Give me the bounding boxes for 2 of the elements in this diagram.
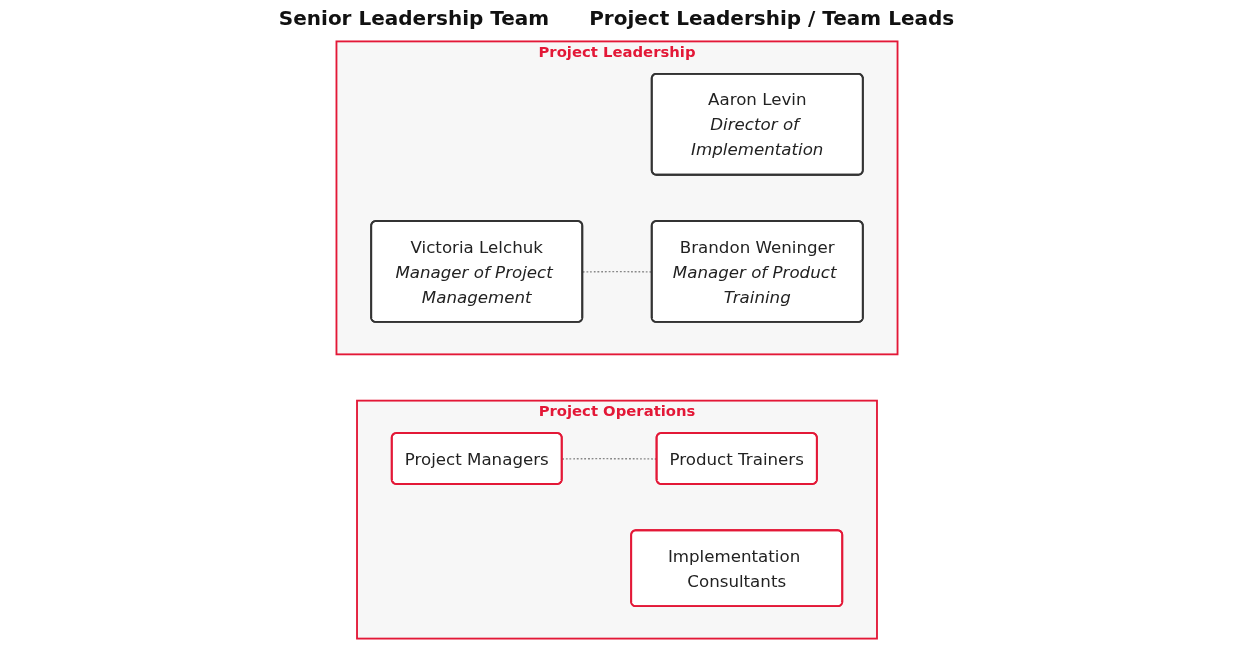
section-heading: Project Leadership / Team Leads: [589, 6, 955, 30]
section-heading: Senior Leadership Team: [278, 6, 550, 30]
